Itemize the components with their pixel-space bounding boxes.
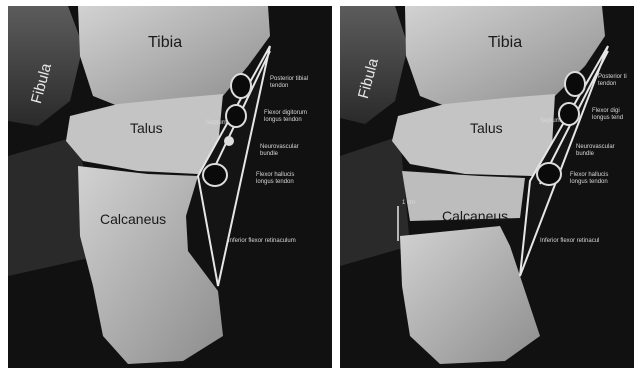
fhl-label-line2: longus tendon [256,179,294,186]
left-specimen-panel: Fibula Tibia Talus Calcaneus Septum Post… [8,6,332,368]
fhl-label-line2: longus tendon [570,179,608,186]
soft-tissue [340,136,410,266]
septum-label: Septum [540,118,561,125]
posterior-tibial-label: Posterior tibial tendon [270,76,308,90]
fdl-label-line2: longus tend [592,115,623,122]
posterior-tibial-label-line2: tendon [598,81,627,88]
flexor-hallucis-tendon [537,163,561,185]
fdl-label-line2: longus tendon [264,117,307,124]
retinaculum-label: Inferior flexor retinacul [540,238,599,245]
fdl-label-line1: Flexor digi [592,108,623,115]
neurovascular-bundle [224,136,234,146]
calcaneus-label: Calcaneus [100,211,166,227]
calcaneus-label: Calcaneus [442,208,508,224]
fhl-label: Flexor hallucis longus tendon [256,172,294,186]
posterior-tibial-label-line2: tendon [270,83,308,90]
talus-label: Talus [470,120,503,136]
flexor-digitorum-tendon [226,105,246,127]
posterior-tibial-tendon [231,74,251,98]
retinaculum-label: Inferior flexor retinaculum [228,238,296,245]
tibia-label: Tibia [148,34,182,52]
fhl-label: Flexor hallucis longus tendon [570,172,608,186]
left-specimen-image [8,6,332,368]
septum-label: Septum [206,120,227,127]
nv-label-line2: bundle [260,151,299,158]
neurovascular-label: Neurovascular bundle [260,144,299,158]
right-specimen-panel: Fibula Tibia Talus Calcaneus Septum Post… [340,6,634,368]
fdl-label: Flexor digitorum longus tendon [264,110,307,124]
neurovascular-label: Neurovascular bundle [576,144,615,158]
flexor-hallucis-tendon [203,164,227,186]
nv-label-line1: Neurovascular [260,144,299,151]
fdl-label: Flexor digi longus tend [592,108,623,122]
talus-label: Talus [130,120,163,136]
fhl-label-line1: Flexor hallucis [570,172,608,179]
posterior-tibial-label: Posterior ti tendon [598,74,627,88]
nv-label-line1: Neurovascular [576,144,615,151]
right-specimen-image [340,6,634,368]
nv-label-line2: bundle [576,151,615,158]
tibia-label: Tibia [488,34,522,52]
fdl-label-line1: Flexor digitorum [264,110,307,117]
scale-label: 1 cm [402,200,415,207]
posterior-tibial-label-line1: Posterior ti [598,74,627,81]
posterior-tibial-label-line1: Posterior tibial [270,76,308,83]
flexor-digitorum-tendon [559,103,579,125]
posterior-tibial-tendon [565,72,585,96]
fhl-label-line1: Flexor hallucis [256,172,294,179]
